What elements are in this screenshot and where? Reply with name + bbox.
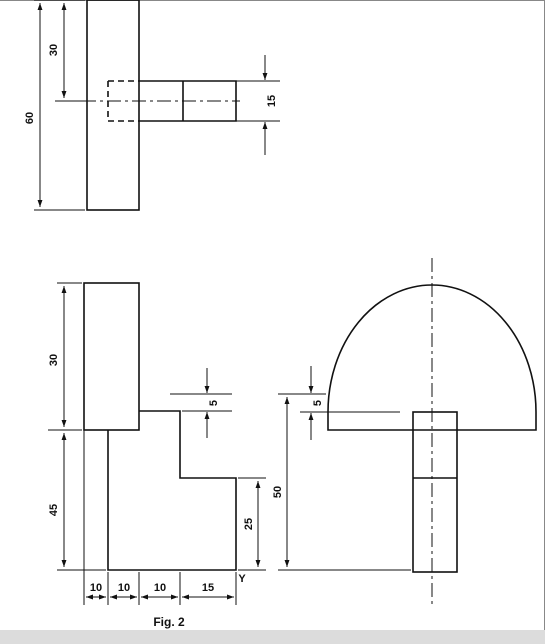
- page-top-border: [0, 0, 545, 1]
- dim-label-25: 25: [243, 518, 255, 530]
- top-view-hidden-slot: [107, 80, 139, 122]
- engineering-drawing: 60 30 15 30 45 5 25: [24, 0, 537, 629]
- front-view-lower-profile: [107, 410, 237, 571]
- dim-label-45: 45: [48, 504, 60, 516]
- figure-caption: Fig. 2: [153, 615, 185, 629]
- dim-label-5-front: 5: [208, 400, 220, 406]
- front-view: 30 45 5 25 10 10 10 15 Y: [48, 282, 266, 605]
- dim-label-width-4: 15: [202, 582, 214, 594]
- dim-label-width-3: 10: [154, 582, 166, 594]
- reference-label-y: Y: [238, 573, 246, 585]
- dim-label-15-slot: 15: [266, 95, 278, 107]
- side-view-half-dome: [327, 284, 537, 431]
- dim-label-30-front: 30: [48, 354, 60, 366]
- side-view-stem: [412, 411, 458, 573]
- dim-label-30-top: 30: [48, 44, 60, 56]
- top-view-column: [86, 0, 140, 211]
- dim-label-width-1: 10: [90, 582, 102, 594]
- front-view-upper-block: [83, 282, 140, 431]
- dim-label-50: 50: [272, 486, 284, 498]
- dim-label-5-side: 5: [312, 400, 324, 406]
- bottom-scrollbar-strip: [0, 630, 545, 644]
- top-view: 60 30 15: [24, 0, 280, 211]
- dim-label-width-2: 10: [118, 582, 130, 594]
- dim-label-60: 60: [24, 112, 36, 124]
- side-view: 50 5: [272, 258, 537, 606]
